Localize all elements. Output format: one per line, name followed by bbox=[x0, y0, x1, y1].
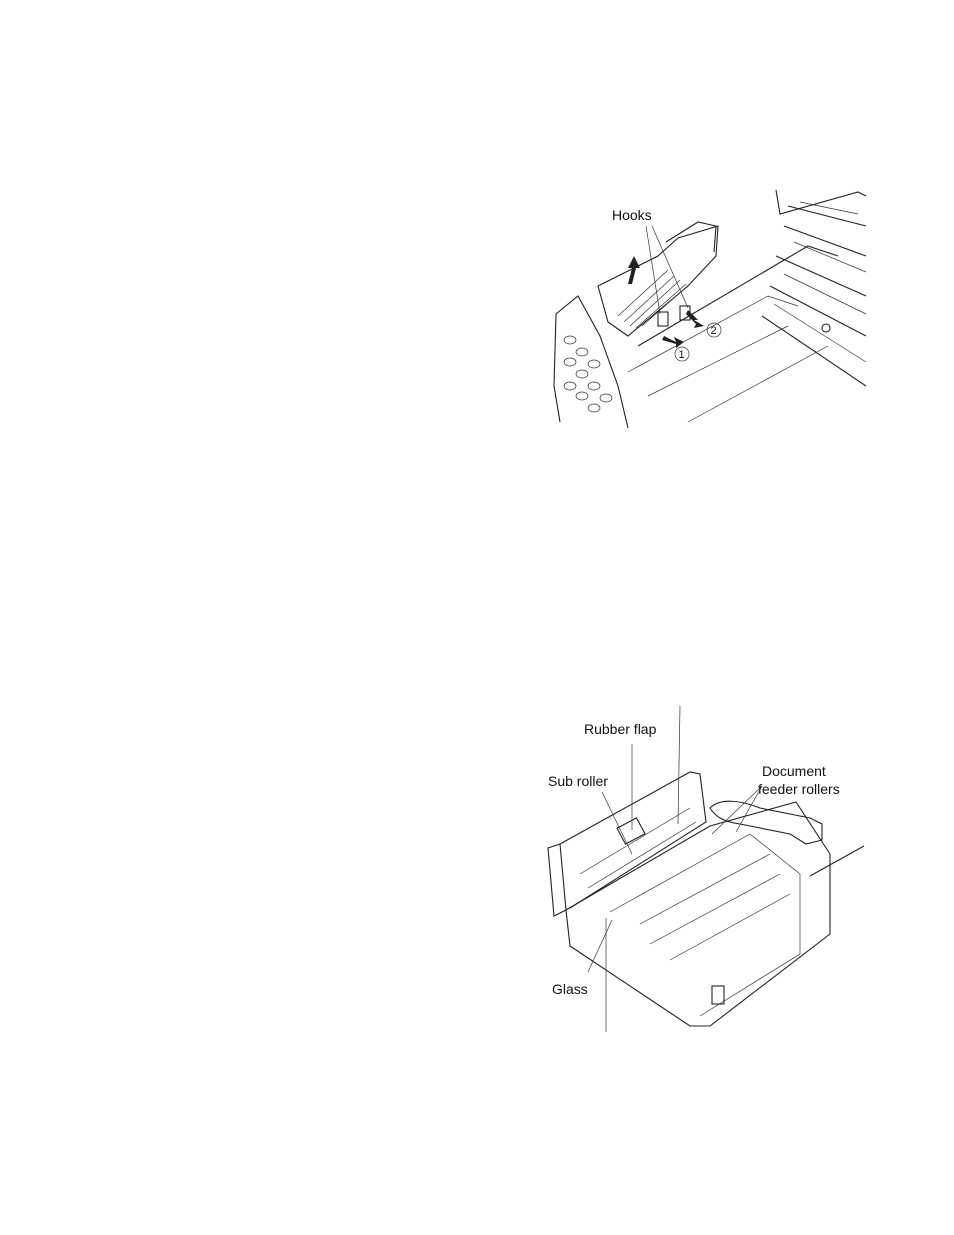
rollers-drawing: Rubber flap Sub roller Document feeder r… bbox=[540, 704, 866, 1034]
glass-label: Glass bbox=[552, 981, 588, 997]
glass-leader bbox=[588, 920, 612, 972]
paper-support bbox=[810, 846, 864, 876]
hooks-drawing: Hooks 1 2 bbox=[548, 186, 866, 428]
hooks-illustration: Hooks 1 2 bbox=[548, 186, 866, 428]
hooks-label: Hooks bbox=[612, 207, 652, 223]
roller-lines bbox=[762, 206, 866, 386]
rollers-illustration: Rubber flap Sub roller Document feeder r… bbox=[540, 704, 866, 1034]
document-feeder-rollers-label-2: feeder rollers bbox=[758, 781, 840, 797]
handset-top bbox=[666, 222, 716, 252]
top-leader bbox=[678, 706, 680, 824]
arrow-step1-icon bbox=[662, 336, 684, 348]
cover-edge bbox=[556, 296, 628, 428]
rubber-flap-label: Rubber flap bbox=[584, 721, 657, 737]
keypad-buttons bbox=[564, 336, 612, 412]
printer-body bbox=[566, 802, 830, 1026]
body-top-panel bbox=[610, 834, 800, 1016]
body-detail bbox=[640, 854, 790, 960]
hook-1 bbox=[658, 312, 668, 326]
step1-label: 1 bbox=[679, 349, 685, 361]
cover-side bbox=[554, 314, 560, 422]
sub-roller-label: Sub roller bbox=[548, 773, 608, 789]
roller-detail bbox=[774, 202, 866, 362]
side-port bbox=[712, 986, 724, 1004]
body-edge bbox=[776, 190, 866, 214]
ribbing bbox=[618, 270, 692, 328]
roller-hole bbox=[822, 324, 830, 332]
document-feeder-rollers-label-1: Document bbox=[762, 763, 826, 779]
cover-side-panel bbox=[548, 844, 566, 916]
step2-label: 2 bbox=[711, 325, 717, 337]
handset bbox=[710, 801, 822, 844]
frame-line bbox=[638, 246, 838, 346]
